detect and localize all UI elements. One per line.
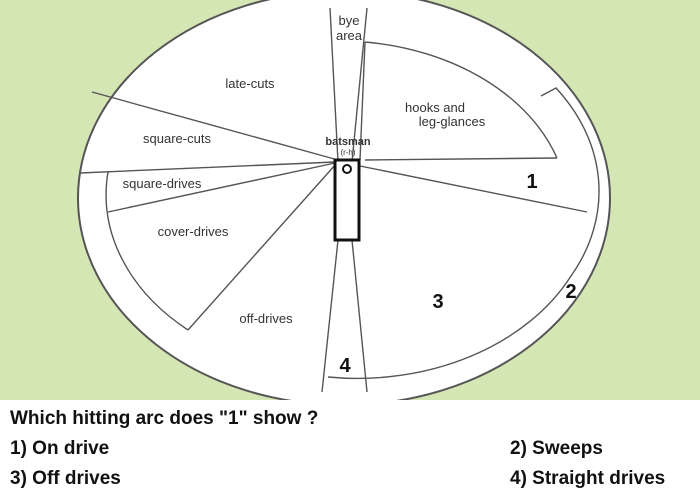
option-2[interactable]: 2) Sweeps	[510, 438, 603, 459]
option-1[interactable]: 1) On drive	[10, 438, 110, 459]
quiz-panel: Which hitting arc does "1" show ? 1) On …	[0, 400, 700, 500]
label-cover-drives: cover-drives	[158, 224, 229, 239]
batsman-marker	[342, 164, 352, 174]
label-batsman-sub: (r-h)	[340, 148, 355, 157]
label-square-drives: square-drives	[123, 176, 202, 191]
sector-line-hooks-top	[359, 41, 366, 161]
inner-arc-right	[327, 87, 600, 380]
hooks-arc	[364, 41, 558, 159]
sector-line-squaredrives	[107, 162, 336, 213]
label-batsman: batsman	[325, 136, 371, 148]
sector-line-latecuts	[91, 91, 339, 161]
marker-3: 3	[432, 291, 443, 313]
option-3[interactable]: 3) Off drives	[10, 468, 121, 489]
label-bye-area-2: area	[336, 28, 363, 43]
label-hooks-1: hooks and	[405, 100, 465, 115]
label-hooks-2: leg-glances	[419, 114, 486, 129]
lane-line-1	[329, 7, 339, 163]
lane-line-3	[321, 239, 339, 393]
label-square-cuts: square-cuts	[143, 131, 211, 146]
label-bye-area-1: bye	[339, 13, 360, 28]
marker-2: 2	[565, 281, 576, 303]
sector-line-hooks-bottom	[364, 157, 558, 161]
label-off-drives: off-drives	[239, 311, 293, 326]
sector-line-squarecuts	[79, 161, 336, 174]
label-late-cuts: late-cuts	[225, 76, 275, 91]
option-4[interactable]: 4) Straight drives	[510, 468, 666, 489]
lane-line-4	[351, 239, 368, 393]
marker-1: 1	[526, 171, 537, 193]
marker-4: 4	[339, 355, 351, 377]
sector-line-coverdrives	[187, 163, 337, 331]
sector-line-1	[354, 164, 588, 213]
cricket-hitting-arcs-diagram: bye area late-cuts hooks and leg-glances…	[77, 0, 611, 400]
inner-arc-left	[105, 171, 189, 331]
question-text: Which hitting arc does "1" show ?	[10, 408, 319, 429]
lane-line-2	[351, 7, 368, 163]
